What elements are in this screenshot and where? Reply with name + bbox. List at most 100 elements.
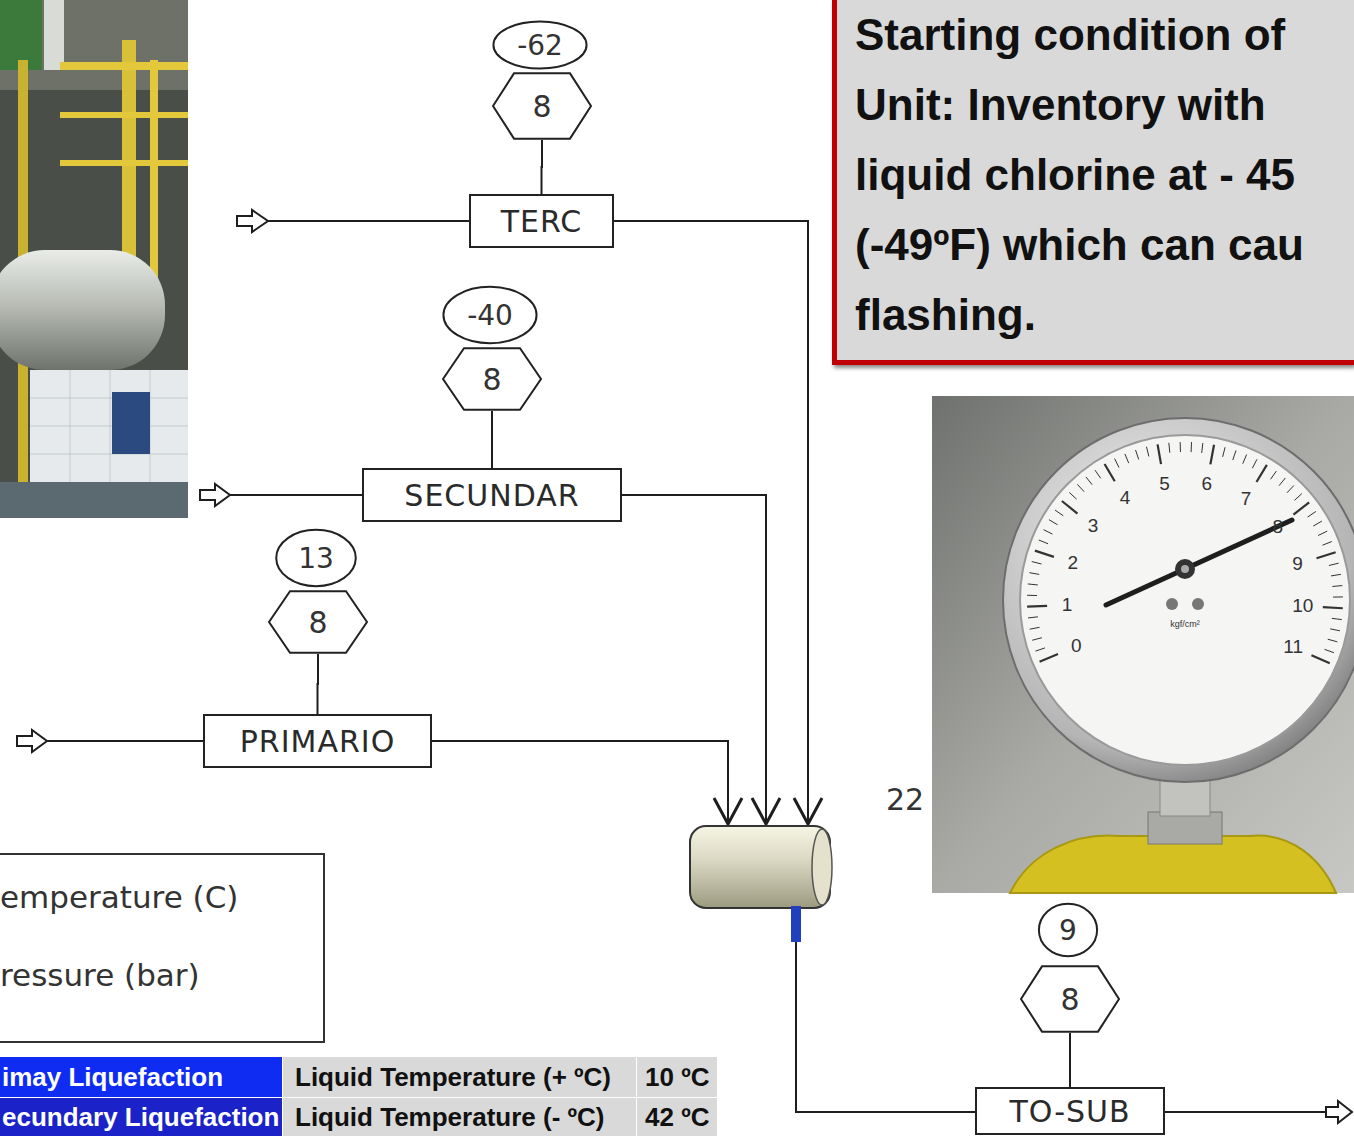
gauge-number: 7: [1241, 488, 1252, 510]
plant-photo: [60, 62, 188, 70]
gauge-tick: [1233, 450, 1236, 459]
gauge-number: 6: [1201, 473, 1212, 495]
plant-photo: [60, 112, 188, 118]
ellipse-shape: [493, 22, 586, 69]
process-lines: [230, 494, 362, 496]
gauge-photo: [1192, 598, 1204, 610]
hexagon-shape: [1021, 966, 1119, 1031]
gauge-tick: [1271, 471, 1277, 479]
gauge-photo: [1148, 812, 1222, 844]
temperature-tag: 9: [1038, 902, 1098, 958]
box-label: TERC: [501, 204, 583, 239]
gauge-tick: [1191, 442, 1192, 452]
table-cell: Liquid Temperature (+ ºC): [283, 1057, 637, 1098]
hexagon-shape: [493, 73, 591, 138]
gauge-tick: [1293, 502, 1309, 514]
gauge-tick: [1069, 492, 1076, 499]
gauge-tick: [1332, 585, 1342, 587]
merge-arrowheads: [794, 798, 822, 824]
gauge-tick: [1027, 595, 1037, 596]
box-label: TO-SUB: [1009, 1094, 1130, 1129]
legend-box: emperature (C)ressure (bar): [0, 853, 325, 1043]
gauge-tick: [1030, 627, 1040, 629]
gauge-ticks: [1027, 442, 1343, 663]
stream-arrows: [200, 484, 230, 506]
tag-value: 13: [298, 542, 334, 575]
gauge-tick: [1095, 470, 1101, 478]
table-cell: 10 ºC: [637, 1057, 718, 1098]
plant-photo: [44, 0, 64, 70]
plant-photo: [0, 0, 42, 70]
gauge-number: 8: [1272, 516, 1283, 538]
gauge-tick: [1086, 477, 1092, 485]
gauge-tick: [1210, 445, 1214, 465]
box-label: SECUNDAR: [404, 478, 579, 513]
gauge-number: 1: [1062, 594, 1073, 616]
gauge-photo: [1175, 559, 1195, 579]
hexagon-shape: [269, 591, 367, 652]
process-box: TERC: [469, 194, 614, 248]
gauge-photo: [1166, 598, 1178, 610]
gauge-tick: [1322, 542, 1331, 546]
gauge-tick: [1325, 649, 1334, 652]
plant-photo: [30, 370, 188, 482]
receiver-vessel: [690, 826, 832, 942]
ellipse-shape: [443, 287, 536, 343]
plant-photo: [0, 482, 188, 518]
table-cell: Liquid Temperature (- ºC): [283, 1098, 637, 1137]
process-lines: [432, 741, 728, 822]
gauge-tick: [1279, 478, 1285, 486]
tag-value: 8: [308, 605, 327, 640]
receiver-vessel: [690, 826, 830, 908]
gauge-unit: kgf/cm²: [1170, 619, 1200, 629]
pressure-tag: 8: [492, 72, 592, 140]
gauge-tick: [1105, 464, 1115, 481]
gauge-tick: [1308, 511, 1316, 517]
gauge-number: 11: [1283, 636, 1303, 658]
note-text: Starting condition of Unit: Inventory wi…: [855, 0, 1345, 350]
connector-line: [317, 654, 320, 714]
callout-number: 22: [886, 782, 924, 817]
gauge-number: 3: [1088, 515, 1099, 537]
plant-photo: [60, 160, 188, 166]
gauge-tick: [1062, 501, 1078, 514]
gauge-tick: [1049, 520, 1058, 525]
gauge-tick: [1027, 605, 1047, 608]
gauge-photo: [1181, 565, 1189, 573]
box-label: PRIMARIO: [240, 724, 396, 759]
process-lines: [622, 495, 766, 822]
receiver-vessel: [791, 906, 801, 942]
process-box: SECUNDAR: [362, 468, 622, 522]
temperature-tag: 13: [275, 528, 357, 588]
gauge-tick: [1036, 648, 1045, 651]
gauge-number: 9: [1292, 553, 1303, 575]
gauge-tick: [1202, 443, 1203, 453]
table-cell: 42 ºC: [637, 1098, 718, 1137]
tag-value: 8: [482, 362, 501, 397]
plant-photo: [0, 0, 188, 518]
process-box: PRIMARIO: [203, 714, 432, 768]
gauge-tick: [1287, 486, 1294, 493]
ellipse-shape: [276, 530, 356, 586]
gauge-tick: [1032, 638, 1042, 641]
gauge-tick: [1330, 629, 1340, 631]
gauge-tick: [1328, 639, 1338, 642]
receiver-vessel: [812, 829, 832, 905]
gauge-tick: [1077, 484, 1084, 491]
gauge-tick: [1044, 530, 1053, 534]
gauge-tick: [1032, 562, 1042, 564]
table-cell: imay Liquefaction: [0, 1057, 283, 1098]
gauge-number: 4: [1120, 487, 1131, 509]
temperature-tag: -62: [492, 20, 588, 70]
merge-arrowheads: [714, 798, 822, 824]
plant-photo: [112, 392, 150, 454]
gauge-tick: [1313, 521, 1322, 526]
process-lines: [796, 942, 975, 1112]
legend-text: emperature (C): [0, 879, 238, 915]
gauge-number: 0: [1071, 635, 1082, 657]
connector-line: [1069, 1033, 1071, 1087]
gauge-tick: [1294, 494, 1301, 501]
gauge-tick: [1323, 607, 1343, 608]
gauge-tick: [1180, 442, 1181, 452]
stream-arrows: [17, 730, 47, 752]
